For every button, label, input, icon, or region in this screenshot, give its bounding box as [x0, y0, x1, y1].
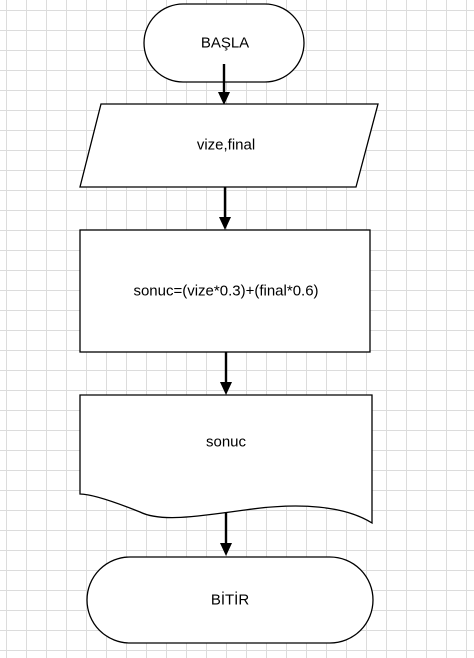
end-label: BİTİR	[210, 591, 250, 609]
output-label: sonuc	[205, 433, 247, 451]
output-document	[79, 394, 373, 525]
arrowhead-input-to-process	[219, 217, 231, 230]
end-terminator	[86, 556, 374, 644]
start-terminator	[143, 3, 305, 83]
arrowhead-process-to-output	[220, 382, 232, 395]
input-label: vize,final	[196, 136, 256, 154]
process-rectangle	[79, 229, 371, 353]
arrowhead-output-to-end	[220, 543, 232, 556]
arrowhead-start-to-input	[218, 92, 230, 105]
process-label: sonuc=(vize*0.3)+(final*0.6)	[133, 282, 319, 300]
input-parallelogram	[79, 103, 379, 188]
start-label: BAŞLA	[200, 34, 250, 52]
